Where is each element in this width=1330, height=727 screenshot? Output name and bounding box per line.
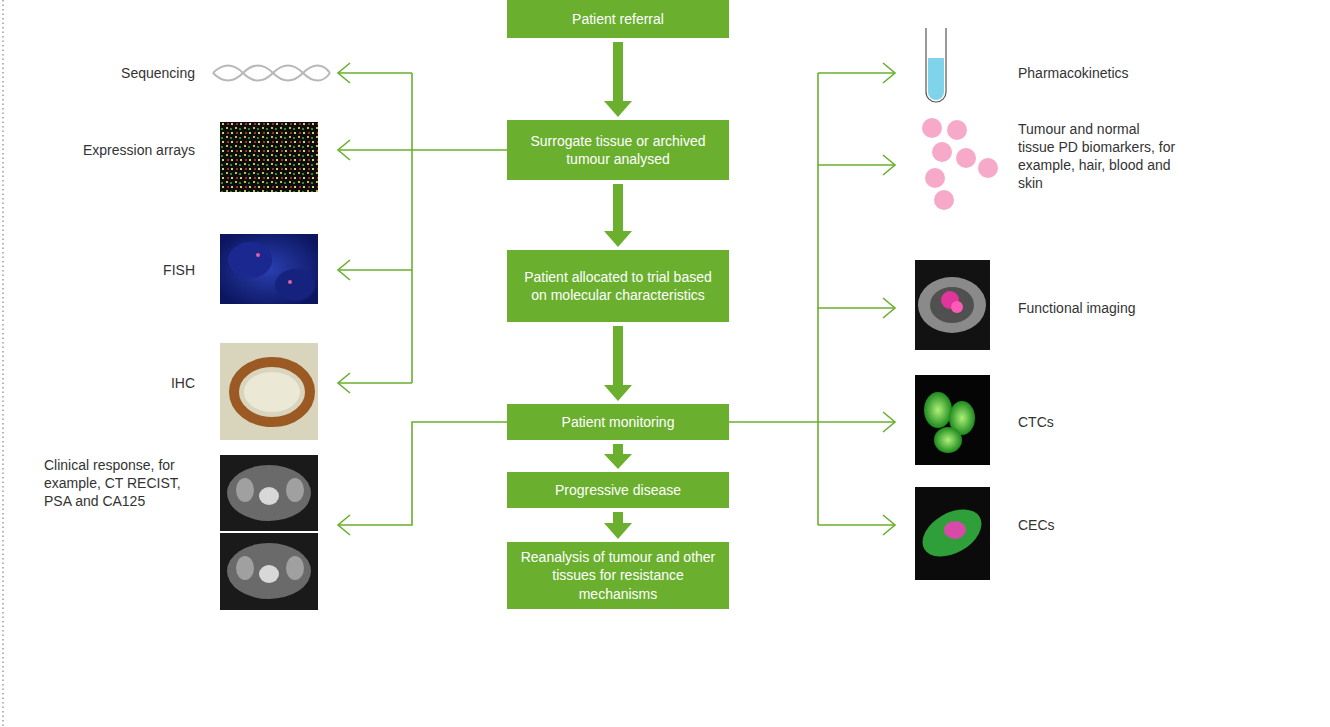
process-box: Reanalysis of tumour and other tissues f… [507,542,729,609]
process-box: Patient allocated to trial based on mole… [507,250,729,322]
item-label: Sequencing [40,64,195,82]
flow-arrow [604,42,632,117]
flow-arrow [604,184,632,247]
process-box: Patient referral [507,0,729,38]
item-label: Tumour and normal tissue PD biomarkers, … [1018,120,1180,192]
item-label: IHC [40,374,195,392]
process-box: Patient monitoring [507,404,729,440]
item-label: CECs [1018,516,1218,534]
item-label: Functional imaging [1018,299,1218,317]
box-text: Patient referral [572,10,664,28]
flow-arrow [604,326,632,401]
flow-arrow [604,444,632,469]
process-box: Surrogate tissue or archived tumour anal… [507,120,729,180]
item-label: FISH [40,261,195,279]
box-text: Progressive disease [555,481,681,499]
box-text: Patient allocated to trial based on mole… [517,268,719,304]
box-text: Patient monitoring [562,413,675,431]
flow-arrow [604,512,632,539]
process-box: Progressive disease [507,472,729,508]
item-label: Expression arrays [40,141,195,159]
item-label: CTCs [1018,413,1218,431]
item-label: Clinical response, for example, CT RECIS… [44,456,196,510]
box-text: Surrogate tissue or archived tumour anal… [517,132,719,168]
item-label: Pharmacokinetics [1018,64,1218,82]
box-text: Reanalysis of tumour and other tissues f… [517,548,719,603]
